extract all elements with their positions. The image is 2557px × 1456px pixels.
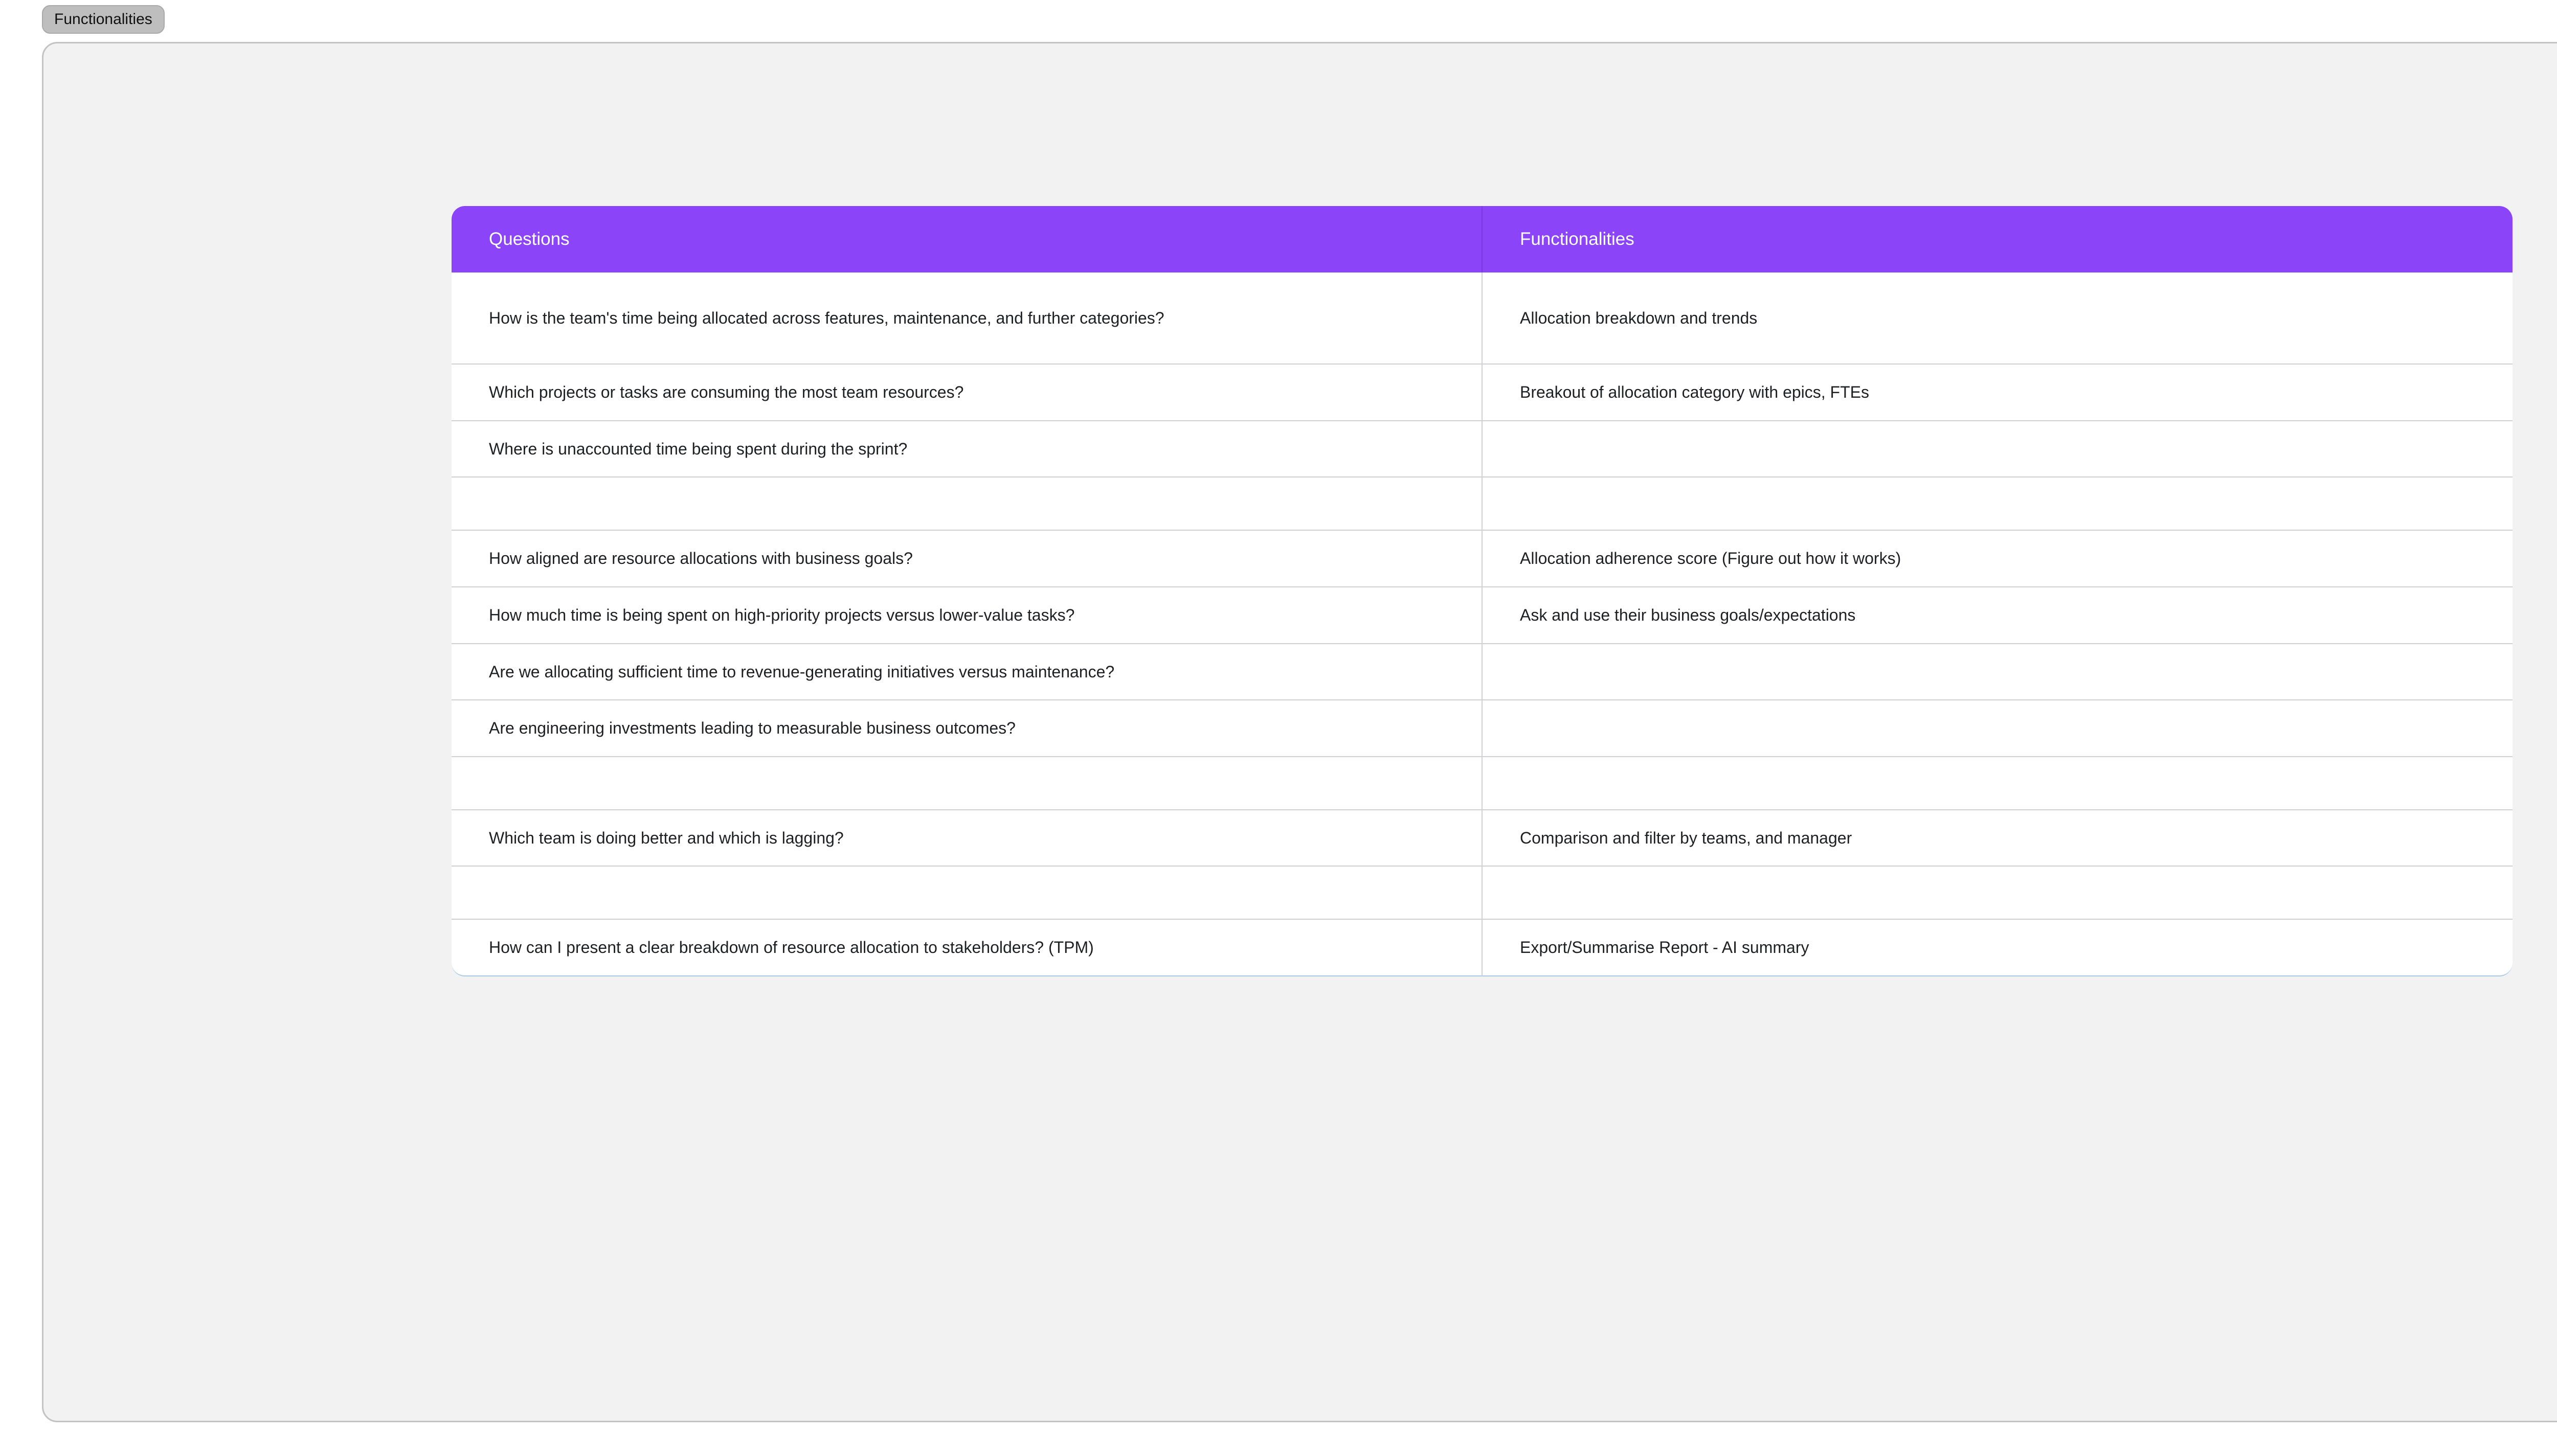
cell-question[interactable]: Where is unaccounted time being spent du… <box>452 421 1483 478</box>
questions-functionalities-table-wrap: Questions Functionalities How is the tea… <box>452 206 2513 976</box>
table-row[interactable] <box>452 757 2513 810</box>
column-header-functionalities[interactable]: Functionalities <box>1483 206 2513 272</box>
cell-question[interactable]: How is the team's time being allocated a… <box>452 272 1483 365</box>
cell-question[interactable]: Are engineering investments leading to m… <box>452 700 1483 757</box>
table-header-row: Questions Functionalities <box>452 206 2513 272</box>
cell-functionality[interactable]: Allocation breakdown and trends <box>1483 272 2513 365</box>
cell-functionality[interactable] <box>1483 700 2513 757</box>
cell-functionality[interactable]: Breakout of allocation category with epi… <box>1483 365 2513 421</box>
table-body: How is the team's time being allocated a… <box>452 272 2513 976</box>
table-row[interactable]: How is the team's time being allocated a… <box>452 272 2513 365</box>
table-row[interactable]: Are engineering investments leading to m… <box>452 700 2513 757</box>
table-row[interactable] <box>452 477 2513 531</box>
cell-functionality[interactable] <box>1483 757 2513 810</box>
content-panel: Questions Functionalities How is the tea… <box>42 42 2557 1422</box>
tab-label: Functionalities <box>54 11 152 28</box>
cell-question[interactable]: Which team is doing better and which is … <box>452 810 1483 867</box>
cell-functionality[interactable]: Export/Summarise Report - AI summary <box>1483 920 2513 976</box>
cell-question[interactable]: How aligned are resource allocations wit… <box>452 531 1483 587</box>
cell-functionality[interactable] <box>1483 421 2513 478</box>
table-row[interactable] <box>452 867 2513 920</box>
tab-functionalities[interactable]: Functionalities <box>42 5 165 34</box>
column-header-questions[interactable]: Questions <box>452 206 1483 272</box>
cell-question[interactable]: How can I present a clear breakdown of r… <box>452 920 1483 976</box>
table-row[interactable]: How aligned are resource allocations wit… <box>452 531 2513 587</box>
cell-functionality[interactable]: Allocation adherence score (Figure out h… <box>1483 531 2513 587</box>
table-row[interactable]: How much time is being spent on high-pri… <box>452 587 2513 644</box>
cell-question[interactable] <box>452 757 1483 810</box>
cell-question[interactable]: Which projects or tasks are consuming th… <box>452 365 1483 421</box>
table-head: Questions Functionalities <box>452 206 2513 272</box>
table-row[interactable]: Which projects or tasks are consuming th… <box>452 365 2513 421</box>
cell-question[interactable]: Are we allocating sufficient time to rev… <box>452 644 1483 701</box>
cell-question[interactable] <box>452 477 1483 531</box>
table-row[interactable]: Which team is doing better and which is … <box>452 810 2513 867</box>
cell-functionality[interactable]: Comparison and filter by teams, and mana… <box>1483 810 2513 867</box>
cell-question[interactable]: How much time is being spent on high-pri… <box>452 587 1483 644</box>
cell-functionality[interactable] <box>1483 477 2513 531</box>
cell-question[interactable] <box>452 867 1483 920</box>
cell-functionality[interactable] <box>1483 867 2513 920</box>
cell-functionality[interactable]: Ask and use their business goals/expecta… <box>1483 587 2513 644</box>
cell-functionality[interactable] <box>1483 644 2513 701</box>
questions-functionalities-table: Questions Functionalities How is the tea… <box>452 206 2513 976</box>
table-row[interactable]: Are we allocating sufficient time to rev… <box>452 644 2513 701</box>
table-row[interactable]: How can I present a clear breakdown of r… <box>452 920 2513 976</box>
table-row[interactable]: Where is unaccounted time being spent du… <box>452 421 2513 478</box>
